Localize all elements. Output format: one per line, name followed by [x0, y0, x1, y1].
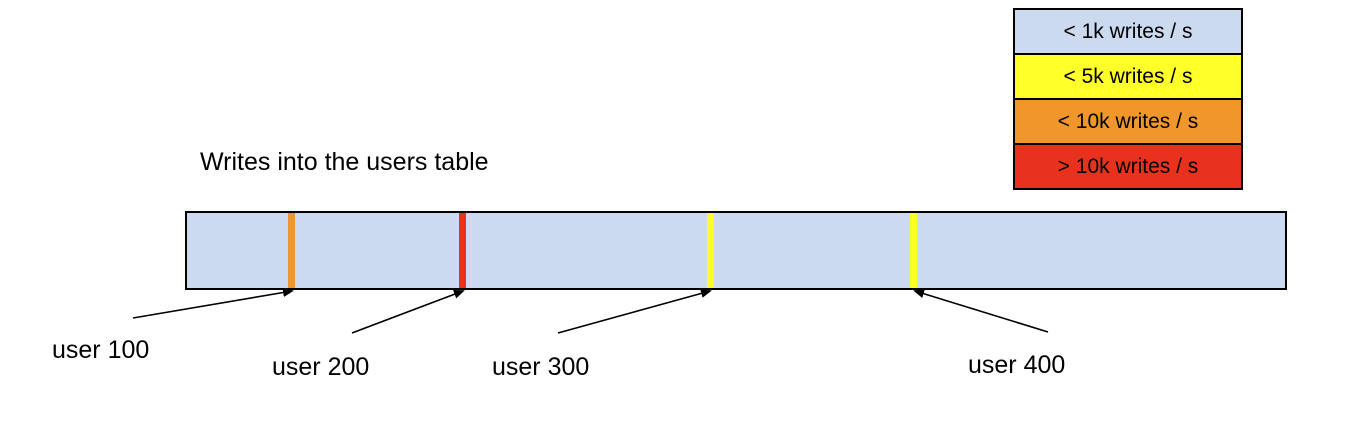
stripe-user-300	[707, 213, 714, 288]
arrow-user-200	[351, 289, 465, 334]
arrow-user-100	[132, 288, 294, 319]
arrow-user-400	[913, 289, 1049, 333]
legend-item-label: < 5k writes / s	[1063, 64, 1193, 88]
legend-item-lt-1k: < 1k writes / s	[1013, 8, 1243, 55]
users-table-bar	[185, 211, 1287, 290]
legend-item-label: < 10k writes / s	[1057, 109, 1199, 133]
user-100-label: user 100	[52, 336, 150, 364]
stripe-user-100	[288, 213, 295, 288]
user-200-label: user 200	[272, 353, 370, 381]
diagram-title: Writes into the users table	[200, 148, 489, 176]
user-400-label: user 400	[968, 351, 1066, 379]
legend-item-gt-10k: > 10k writes / s	[1013, 143, 1243, 190]
user-300-label: user 300	[492, 353, 590, 381]
stripe-user-200	[459, 213, 466, 288]
stripe-user-400	[910, 213, 917, 288]
legend-item-label: > 10k writes / s	[1057, 154, 1199, 178]
legend-item-lt-10k: < 10k writes / s	[1013, 98, 1243, 145]
legend: < 1k writes / s < 5k writes / s < 10k wr…	[1013, 8, 1243, 190]
legend-item-label: < 1k writes / s	[1063, 19, 1193, 43]
legend-item-lt-5k: < 5k writes / s	[1013, 53, 1243, 100]
arrow-user-300	[557, 289, 712, 334]
